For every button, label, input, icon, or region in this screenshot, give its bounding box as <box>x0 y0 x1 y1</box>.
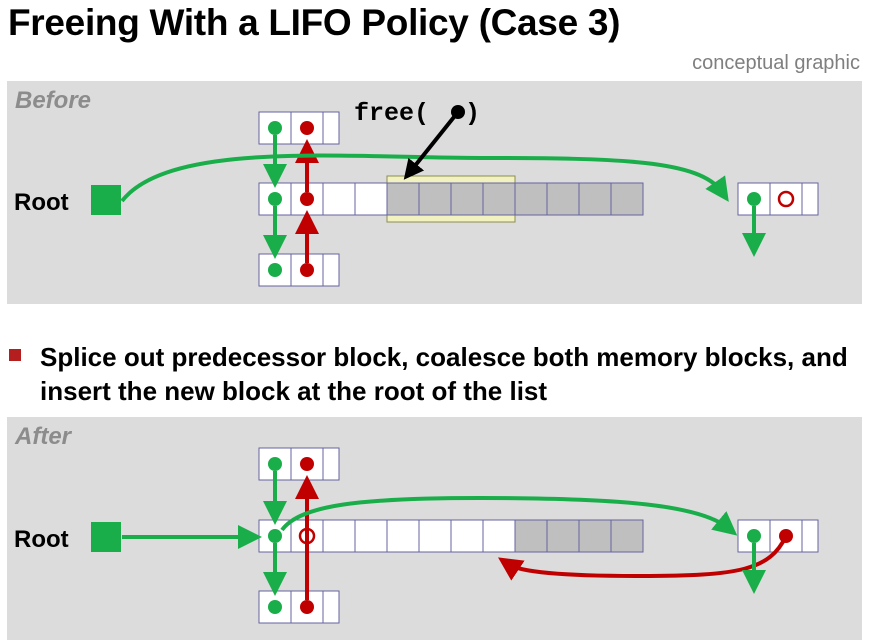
before-diagram: Root free( ) <box>14 99 819 287</box>
before-label: Before <box>15 87 92 114</box>
after-succ-block <box>258 590 340 624</box>
bullet-icon <box>9 349 21 361</box>
before-free-arrow <box>403 110 460 180</box>
after-root-square <box>91 522 121 552</box>
after-next-arrow <box>280 495 738 536</box>
before-succ-block <box>258 253 340 287</box>
after-label: After <box>15 423 72 450</box>
after-root-label: Root <box>14 526 69 553</box>
slide-title: Freeing With a LIFO Policy (Case 3) <box>8 2 621 43</box>
after-main-row <box>258 519 644 553</box>
before-free-call: free( <box>354 99 429 128</box>
before-right-block <box>737 182 819 216</box>
before-free-close: ) <box>465 99 480 128</box>
bullet-text: Splice out predecessor block, coalesce b… <box>40 342 848 406</box>
slide-subtitle: conceptual graphic <box>692 52 860 74</box>
after-diagram: Root <box>14 447 819 624</box>
before-main-row <box>258 175 644 223</box>
before-root-arrow <box>120 153 729 203</box>
after-prev-arrow <box>498 535 788 581</box>
before-root-square <box>91 185 121 215</box>
after-pred-block <box>258 447 340 481</box>
before-pred-block <box>258 111 340 145</box>
before-root-label: Root <box>14 189 69 216</box>
